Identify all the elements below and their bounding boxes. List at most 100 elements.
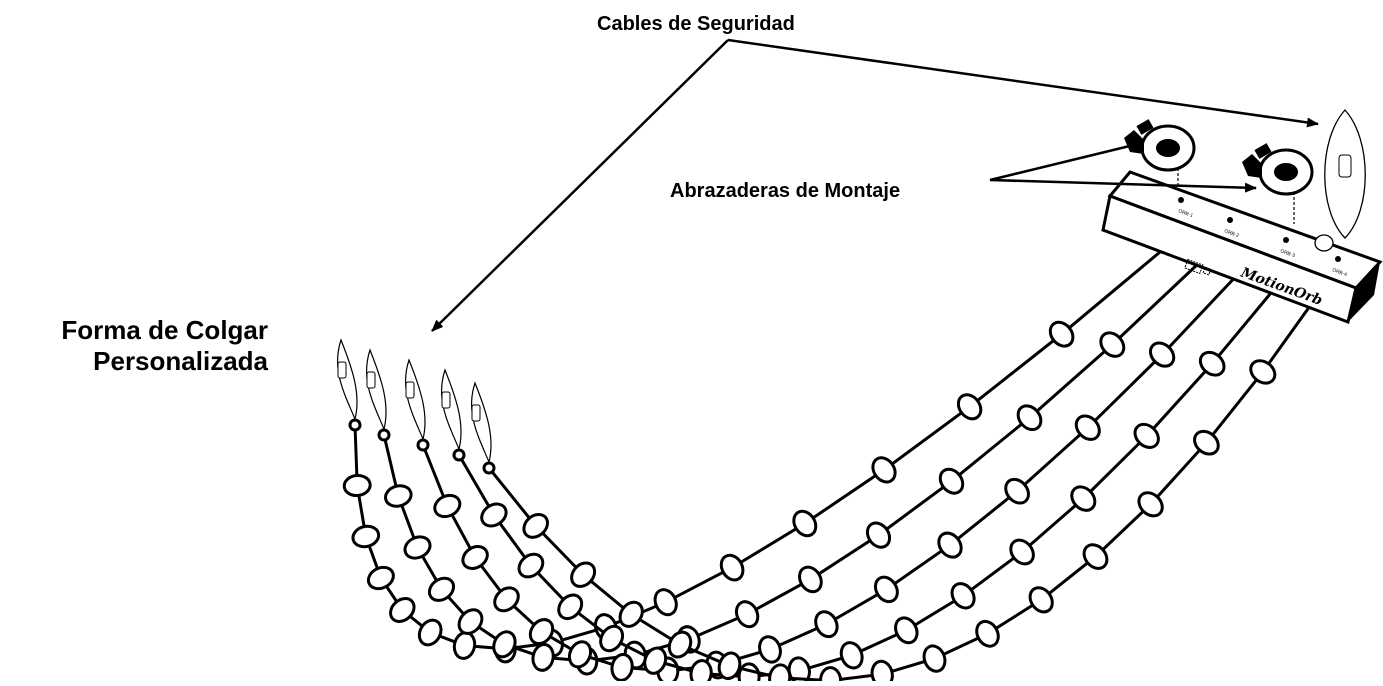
led-orb	[1133, 422, 1160, 449]
led-orb	[461, 545, 489, 570]
led-strands	[342, 250, 1322, 686]
led-orb	[870, 659, 894, 686]
led-orb	[417, 618, 443, 647]
led-orb	[717, 651, 742, 681]
right-safety-cable	[1314, 109, 1366, 252]
led-orb	[531, 643, 555, 672]
led-orb	[1082, 543, 1109, 570]
safety-cable-tag	[337, 361, 347, 379]
led-orb	[517, 552, 545, 579]
safety-cable-loop	[337, 338, 358, 421]
led-orb	[768, 663, 792, 686]
led-orb	[610, 652, 634, 682]
strand-end-ring	[452, 448, 466, 462]
led-orb	[366, 565, 395, 591]
led-orb	[522, 512, 549, 539]
led-orb	[1148, 341, 1176, 368]
svg-text:ORB·4: ORB·4	[1331, 267, 1348, 278]
led-orb	[689, 659, 713, 686]
led-orb	[427, 576, 456, 602]
led-orb	[599, 624, 625, 653]
svg-text:ORB·1: ORB·1	[1177, 208, 1194, 219]
safety-cable-loop	[441, 368, 462, 451]
led-orb	[865, 521, 892, 549]
led-orb	[839, 641, 864, 670]
led-orb	[922, 644, 947, 673]
led-orb	[389, 597, 416, 623]
strand-cable	[421, 270, 1242, 673]
mounting-clamp	[1242, 143, 1314, 224]
mounting-clamps-label: Abrazaderas de Montaje	[670, 180, 901, 202]
led-orb	[492, 630, 517, 659]
led-orb	[1074, 414, 1101, 441]
led-orb	[457, 608, 484, 635]
safety-cable-tag	[405, 381, 415, 399]
safety-cables-label: Cables de Seguridad	[597, 13, 795, 35]
display-window	[1184, 258, 1212, 276]
led-orb	[1004, 477, 1030, 505]
led-orb	[433, 493, 462, 519]
led-orb	[1249, 359, 1277, 385]
led-orb	[1028, 586, 1054, 614]
led-orb	[1009, 538, 1035, 566]
led-orb	[950, 582, 976, 610]
led-orb	[814, 610, 839, 639]
led-orb	[1198, 350, 1226, 377]
led-orb	[894, 616, 919, 645]
led-orb	[1099, 331, 1126, 358]
svg-text:ORB·2: ORB·2	[1223, 228, 1240, 239]
led-orb	[871, 456, 897, 484]
led-orb	[1070, 485, 1097, 512]
safety-cable-loop	[366, 348, 387, 431]
led-orb	[528, 618, 555, 646]
arrow-clamp-1	[989, 140, 1143, 182]
led-orb	[1193, 429, 1220, 456]
led-orb	[618, 600, 644, 628]
safety-cable-tag	[471, 404, 481, 422]
led-orb	[667, 630, 693, 659]
box-dots: ORB·1 ORB·2 ORB·3 ORB·4	[1177, 197, 1348, 278]
led-orb	[351, 524, 381, 549]
strand-end-ring	[377, 428, 391, 442]
led-orb	[938, 467, 965, 495]
safety-cable-loop	[405, 358, 426, 441]
callout-arrows	[431, 38, 1319, 332]
led-orb	[937, 531, 963, 559]
led-orb	[1048, 320, 1075, 348]
led-orb	[798, 565, 823, 594]
mounting-clamp	[1124, 119, 1196, 188]
led-orb	[493, 586, 520, 613]
custom-hang-label-line1: Forma de Colgar	[61, 315, 268, 345]
led-orb	[1137, 491, 1164, 518]
arrow-cables-left	[431, 39, 729, 332]
safety-cable-loop	[471, 381, 492, 464]
led-orb	[384, 484, 413, 508]
led-orb	[873, 575, 899, 604]
led-orb	[975, 619, 1000, 648]
led-orb	[342, 473, 372, 498]
strand-end-ring	[416, 438, 430, 452]
led-orb	[403, 535, 432, 560]
led-orb	[819, 666, 843, 686]
safety-cable-tag	[366, 371, 376, 389]
led-orb	[653, 588, 678, 617]
led-orb	[956, 393, 983, 421]
strand-end-ring	[482, 461, 496, 475]
led-orb	[643, 646, 668, 675]
left-safety-cables	[337, 338, 492, 464]
led-orb	[570, 561, 597, 588]
custom-hang-label: Forma de Colgar Personalizada	[20, 315, 268, 377]
led-orb	[758, 635, 782, 664]
arrow-clamp-2	[989, 178, 1257, 193]
led-orb	[480, 502, 508, 528]
arrow-cables-right	[727, 38, 1319, 128]
led-orb	[734, 600, 760, 629]
led-orb	[567, 640, 593, 669]
led-orb	[452, 631, 477, 660]
svg-text:ORB·3: ORB·3	[1279, 248, 1296, 259]
controller-box: ORB·1 ORB·2 ORB·3 ORB·4 MotionOrb	[1101, 170, 1383, 325]
led-orb	[719, 553, 745, 582]
led-orb	[557, 593, 584, 621]
